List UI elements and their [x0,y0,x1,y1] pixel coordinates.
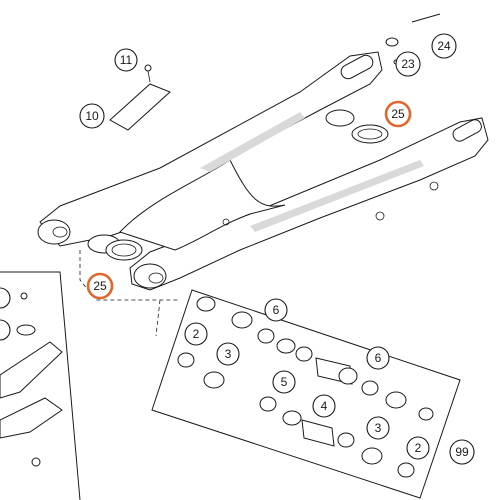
callout-25-lower: 25 [86,272,114,300]
bearing-kit-box [151,289,461,499]
svg-text:5: 5 [281,375,288,389]
callout-5: 5 [272,370,296,394]
svg-text:6: 6 [375,351,382,365]
svg-text:24: 24 [437,39,451,53]
callout-3-lower: 3 [366,416,390,440]
callout-6-lower: 6 [366,346,390,370]
inset-panel [0,271,81,500]
svg-text:4: 4 [321,399,328,413]
callout-25-upper: 25 [384,100,412,128]
callout-10: 10 [79,103,105,129]
swingarm [37,51,489,291]
svg-text:3: 3 [375,421,382,435]
callout-2-upper: 2 [184,322,208,346]
callout-3-upper: 3 [216,342,240,366]
inset-callout-partial-1 [0,287,11,309]
callout-23: 23 [395,51,421,77]
svg-text:25: 25 [391,107,405,121]
callout-99: 99 [449,439,475,465]
callout-11: 11 [114,48,138,72]
callout-6-upper: 6 [264,298,288,322]
svg-text:6: 6 [273,303,280,317]
svg-text:10: 10 [85,109,99,123]
inset-callout-partial-2 [0,319,11,341]
seal-rings [87,109,389,261]
svg-text:99: 99 [455,445,469,459]
callout-4: 4 [312,394,336,418]
svg-text:25: 25 [93,279,107,293]
callout-2-lower: 2 [406,436,430,460]
chain-slider [109,64,171,131]
svg-text:3: 3 [225,347,232,361]
svg-text:2: 2 [193,327,200,341]
svg-text:23: 23 [401,57,415,71]
svg-text:11: 11 [120,53,133,67]
svg-text:2: 2 [415,441,422,455]
callout-24: 24 [431,33,457,59]
